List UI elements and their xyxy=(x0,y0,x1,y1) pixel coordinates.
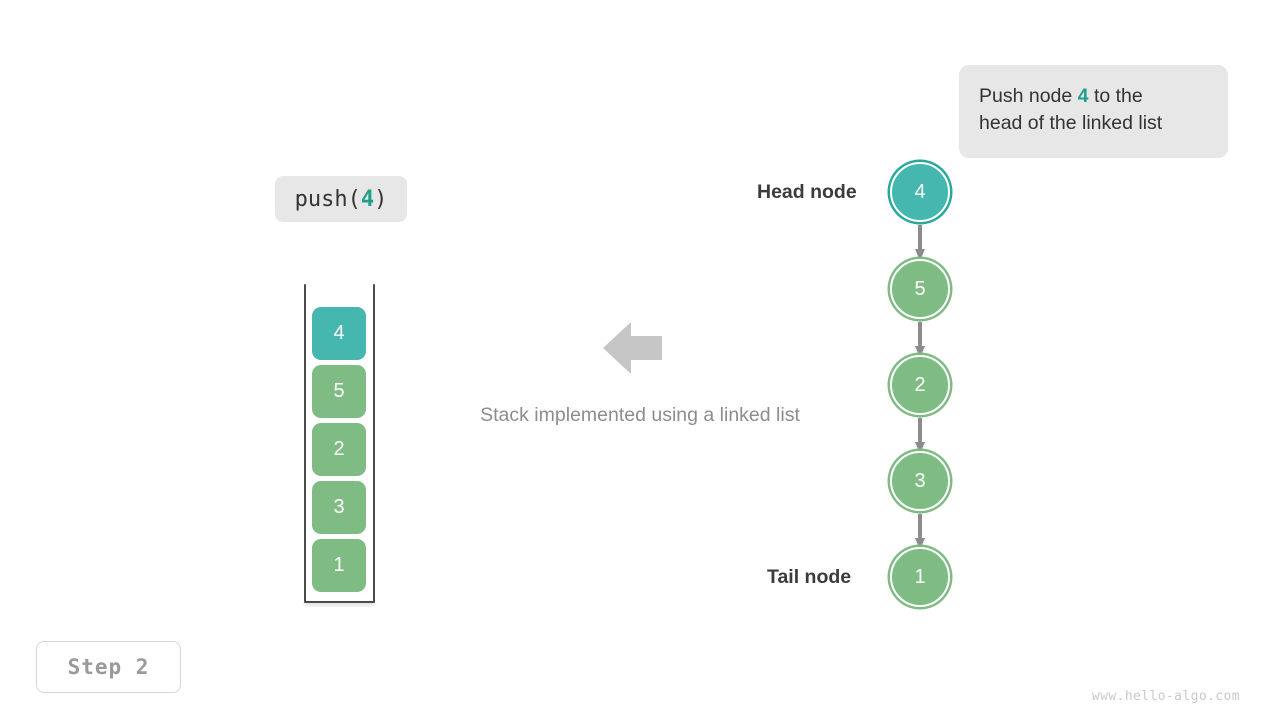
callout-line2: head of the linked list xyxy=(979,112,1163,134)
list-node: 2 xyxy=(890,355,950,415)
list-node-value: 4 xyxy=(914,180,926,203)
stack-cell-value: 2 xyxy=(333,438,345,460)
callout-line1-prefix: Push node xyxy=(979,85,1078,107)
stack-wall-right xyxy=(373,284,375,603)
list-node: 1 xyxy=(890,547,950,607)
tail-node-label: Tail node xyxy=(767,566,852,588)
step-badge: Step 2 xyxy=(36,641,181,693)
operation-chip: push(4) xyxy=(275,176,407,222)
callout-line1-highlight: 4 xyxy=(1077,85,1089,107)
watermark: www.hello-algo.com xyxy=(1091,689,1240,704)
list-node: 3 xyxy=(890,451,950,511)
stack-cell-value: 5 xyxy=(333,380,345,402)
link-arrow-icon xyxy=(915,418,925,455)
stack-cell-list: 4 5 2 3 1 xyxy=(312,284,366,599)
stack-cell: 3 xyxy=(312,481,366,534)
stack-cell-value: 1 xyxy=(333,554,345,576)
operation-value: 4 xyxy=(360,186,375,212)
list-node-value: 5 xyxy=(914,277,926,300)
linked-list: 4 5 2 3 1 xyxy=(880,150,980,620)
link-arrow-icon xyxy=(915,225,925,262)
link-arrow-icon xyxy=(915,514,925,551)
operation-suffix: ) xyxy=(374,186,388,212)
list-node: 5 xyxy=(890,259,950,319)
arrow-left-icon xyxy=(603,320,663,376)
stack-caption: Stack implemented using a linked list xyxy=(480,404,800,426)
callout-box: Push node 4 to the head of the linked li… xyxy=(959,65,1228,158)
list-node-value: 3 xyxy=(914,469,926,492)
list-node-value: 2 xyxy=(914,373,926,396)
stack-cell: 4 xyxy=(312,307,366,360)
stack-cell: 2 xyxy=(312,423,366,476)
operation-prefix: push( xyxy=(294,186,361,212)
head-node-label: Head node xyxy=(757,181,857,203)
list-node-value: 1 xyxy=(914,565,926,588)
stack-cell: 5 xyxy=(312,365,366,418)
stack-cell-value: 4 xyxy=(333,322,345,344)
list-node: 4 xyxy=(890,162,950,222)
stack-cell: 1 xyxy=(312,539,366,592)
stack-floor xyxy=(304,601,375,603)
link-arrow-icon xyxy=(915,322,925,359)
stack-container: 4 5 2 3 1 xyxy=(304,284,375,603)
stack-cell-value: 3 xyxy=(333,496,345,518)
callout-line1-suffix: to the xyxy=(1088,85,1143,107)
stack-wall-left xyxy=(304,284,306,603)
